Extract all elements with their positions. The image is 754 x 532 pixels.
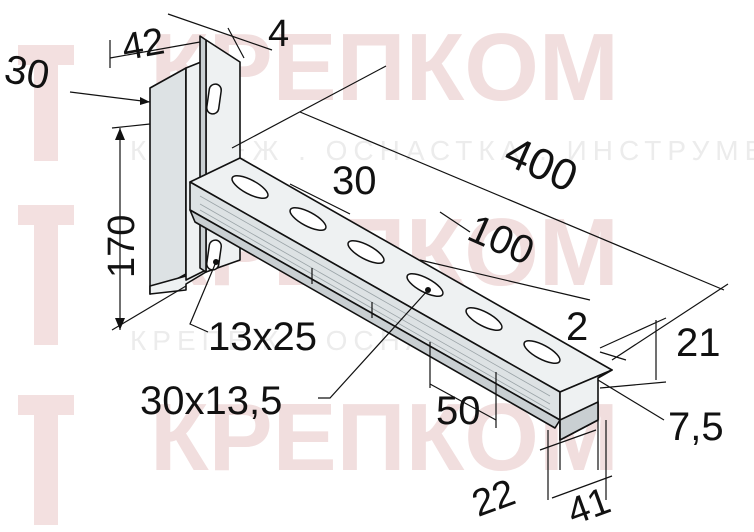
dim-2-line — [599, 351, 627, 361]
dim-4-ext — [227, 27, 245, 59]
dim-42-label: 42 — [119, 20, 168, 69]
callout-30x13-5-label: 30x13,5 — [140, 379, 282, 423]
arm-web-hatch-3 — [199, 209, 551, 411]
dim-400-ext-right — [611, 283, 729, 361]
dim-4-line — [167, 13, 273, 51]
callout-30x13-5-dot — [425, 287, 431, 293]
dim-170-arrow-top — [115, 128, 125, 140]
arm-bottom-edge — [189, 209, 561, 429]
callout-13x25-label: 13x25 — [208, 315, 317, 359]
arm-slot-5 — [465, 307, 503, 331]
dim-2-label: 2 — [566, 305, 588, 349]
arm-slot-4 — [406, 273, 444, 297]
arm-slots — [231, 175, 561, 364]
dim-4-label: 4 — [268, 13, 289, 55]
dim-30-pitch-line — [289, 183, 351, 215]
dim-21-label: 21 — [676, 321, 721, 365]
arm-slot-2 — [289, 207, 327, 231]
dim-170-label: 170 — [101, 215, 143, 278]
dim-7-5-line — [597, 379, 665, 421]
dim-42-line — [109, 41, 201, 59]
watermark-logo-icon — [18, 45, 74, 525]
dim-21-ext-top — [599, 317, 667, 349]
dimension-lines — [69, 13, 729, 500]
arm-web-hatch-2 — [199, 203, 551, 405]
dim-170-ext-bottom — [111, 285, 187, 331]
dim-7-5-label: 7,5 — [668, 405, 724, 449]
dim-30-pitch-label: 30 — [332, 159, 377, 203]
arm-slot-3 — [347, 240, 385, 264]
dim-100-ext — [439, 211, 471, 233]
dim-100-line — [419, 259, 591, 301]
arm-slot-1 — [231, 175, 269, 199]
wall-plate-back-face — [149, 67, 187, 295]
dim-50-label: 50 — [436, 389, 481, 433]
wall-plate-hole-top — [205, 83, 223, 115]
bracket-part — [149, 35, 613, 441]
arm-slot-6 — [523, 340, 561, 364]
arm-web-hatch-1 — [199, 195, 551, 397]
dim-21-ext-bottom — [599, 381, 667, 389]
dim-30-top-label: 30 — [1, 47, 52, 98]
callout-13x25-dot — [213, 259, 219, 265]
dim-400-line — [299, 111, 725, 291]
dim-170-arrow-bottom — [115, 318, 125, 330]
callout-13x25-leader — [189, 261, 217, 333]
dim-22-line — [539, 429, 597, 451]
dim-41-line — [551, 475, 613, 499]
dim-30-top-arrow — [140, 97, 150, 105]
wall-plate-lip — [199, 35, 207, 273]
callout-30x13-5-leader — [318, 289, 429, 399]
dim-170-ext-top — [111, 123, 151, 129]
dim-400-ext-left — [231, 65, 387, 149]
dim-50-line — [429, 383, 497, 421]
dim-30-top-leader — [69, 91, 151, 103]
